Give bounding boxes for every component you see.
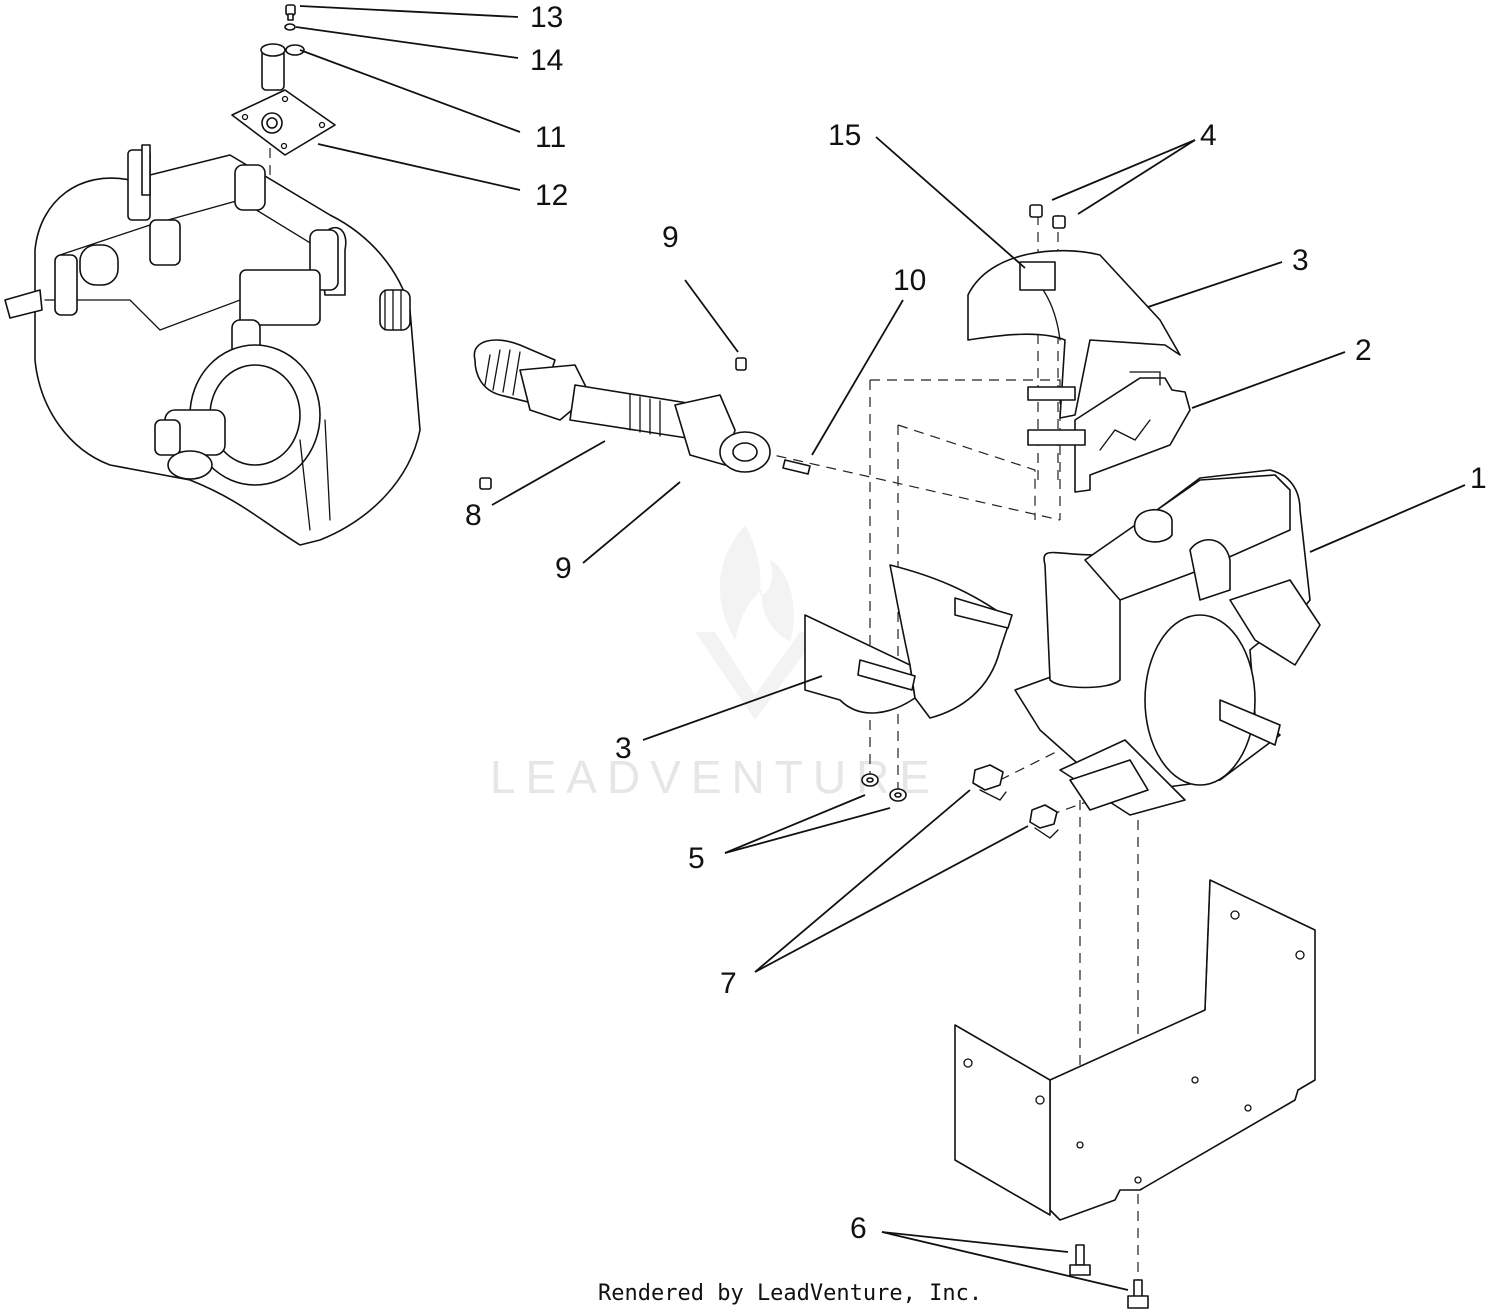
shield-bracket [1027,371,1191,493]
washer [284,23,296,31]
callout-5: 5 [688,842,705,875]
callout-12: 12 [535,179,568,212]
callout-9-upper: 9 [662,221,679,254]
callout-10: 10 [893,264,926,297]
bolt-6b [1127,1279,1149,1309]
screw-right [1052,215,1066,229]
flange-nut-7a [972,764,1007,801]
bolt [285,4,296,21]
callout-14: 14 [530,44,563,77]
lower-shield [804,564,1013,719]
nut-5a [861,773,879,787]
callout-13: 13 [530,1,563,34]
callout-15: 15 [828,119,861,152]
hydraulic-fitting [260,43,305,91]
callout-6: 6 [850,1212,867,1245]
set-screw-lower [479,477,492,490]
flange-nut-7b [1029,804,1059,839]
key [782,459,811,475]
render-credit: Rendered by LeadVenture, Inc. [598,1281,982,1306]
hydraulic-pump [4,144,421,546]
callout-11: 11 [535,121,566,154]
screw-left [1029,204,1043,218]
callout-4: 4 [1200,119,1217,152]
bolt-6a [1069,1244,1091,1276]
drive-shaft [473,339,771,473]
set-screw-upper [735,357,747,371]
callout-3-lower: 3 [615,732,632,765]
leader-lines [295,5,1466,1291]
gearbox [1014,469,1321,816]
callout-3-upper: 3 [1292,244,1309,277]
callout-2: 2 [1355,334,1372,367]
watermark-logo [695,525,820,720]
callout-7: 7 [720,967,737,1000]
watermark-text: LEADVENTURE [490,751,940,803]
callout-1: 1 [1470,462,1487,495]
callout-8: 8 [465,499,482,532]
cover-plate [231,89,336,156]
mount-plate [954,879,1316,1221]
upper-shield [967,249,1181,419]
callout-9-lower: 9 [555,552,572,585]
nut-5b [889,788,907,802]
